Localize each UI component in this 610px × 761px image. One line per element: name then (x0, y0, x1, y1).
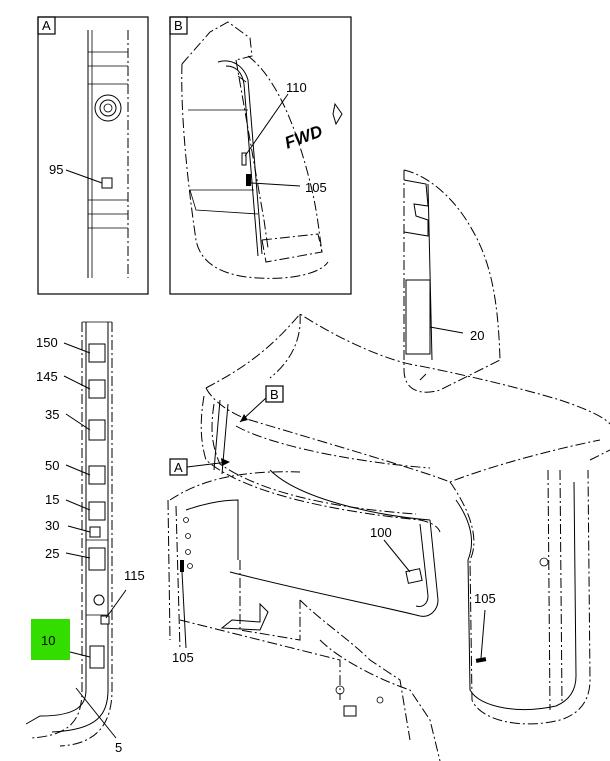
callout-105-detail: 105 (305, 180, 327, 195)
pillar-decal-stack: 150 145 35 50 15 30 25 115 10 5 (25, 321, 145, 755)
callout-15: 15 (45, 492, 59, 507)
fastener (93, 594, 105, 606)
view-ref-b: B (270, 387, 279, 402)
grommet-outer (94, 94, 122, 122)
decal-35 (88, 419, 106, 441)
detail-b-tag: B (174, 18, 183, 33)
callout-35: 35 (45, 407, 59, 422)
decal-30 (89, 526, 101, 538)
detail-a-frame (37, 16, 149, 295)
callout-25: 25 (45, 546, 59, 561)
callout-105-left: 105 (172, 650, 194, 665)
callout-150: 150 (36, 335, 58, 350)
highlight-box-10[interactable] (31, 619, 70, 660)
decal-25 (88, 547, 106, 571)
view-ref-a: A (174, 460, 183, 475)
fwd-arrow-icon (332, 102, 343, 126)
callout-30: 30 (45, 518, 59, 533)
detail-view-a: A 95 (37, 16, 149, 295)
callout-145: 145 (36, 369, 58, 384)
decal-105-door (475, 657, 487, 663)
fwd-indicator: FWD (282, 122, 325, 153)
detail-view-b: B 110 105 FWD (169, 16, 352, 295)
callout-95: 95 (49, 162, 63, 177)
callout-10[interactable]: 10 (41, 633, 55, 648)
callout-50: 50 (45, 458, 59, 473)
callout-100: 100 (370, 525, 392, 540)
detail-b-frame (169, 16, 352, 295)
decal-115 (100, 615, 110, 625)
decal-100 (405, 568, 423, 584)
grommet-inner (99, 99, 117, 117)
decal-20 (405, 279, 431, 355)
decal-145 (88, 379, 106, 399)
door-panel-detail: 20 (403, 169, 501, 393)
detail-a-tag-box (37, 16, 56, 35)
decal-10 (89, 645, 105, 669)
callout-20: 20 (470, 328, 484, 343)
callout-115: 115 (124, 568, 145, 583)
decal-105-detail (246, 174, 251, 186)
detail-b-tag-box (169, 16, 188, 35)
decal-15 (88, 501, 106, 521)
door-handle (539, 557, 549, 567)
detail-a-tag: A (42, 18, 51, 33)
decal-95 (101, 177, 113, 189)
cab-main-view: 100 105 105 B A (167, 313, 610, 761)
decal-110 (241, 152, 247, 166)
decal-50 (88, 465, 106, 485)
view-ref-b-box (265, 385, 284, 403)
callout-5: 5 (115, 740, 122, 755)
decal-150 (88, 343, 106, 363)
decal-105-left (180, 560, 184, 572)
callout-105-door: 105 (474, 591, 496, 606)
callout-110: 110 (286, 80, 307, 95)
